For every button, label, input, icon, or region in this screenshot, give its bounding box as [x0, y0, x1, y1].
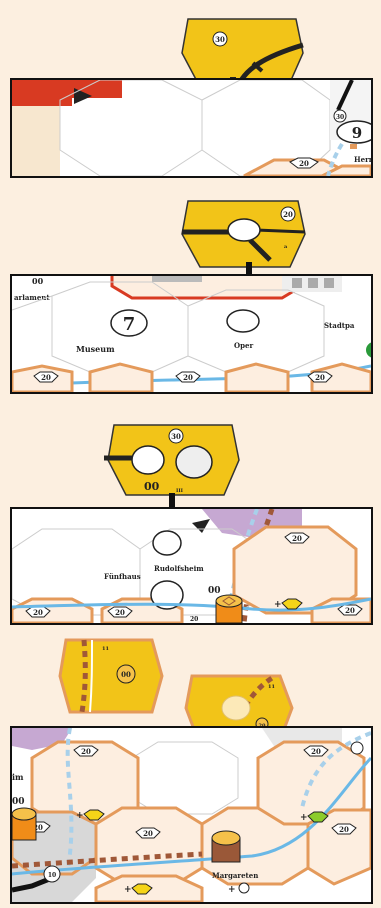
svg-text:20: 20: [292, 534, 302, 543]
station-circle: [227, 218, 261, 242]
board-name-parlament: arlament: [14, 293, 50, 302]
tile-text-small: III: [176, 488, 184, 494]
tile-text-small: 11: [268, 684, 275, 690]
board-name-oper: Oper: [234, 341, 253, 350]
board-text-00: 00: [208, 586, 221, 596]
board-name-rudolfsheim: Rudolfsheim: [154, 564, 204, 573]
svg-text:20: 20: [183, 373, 193, 382]
step4-tile-left: 00 11: [58, 638, 164, 714]
hex-cost-badge: 20 20 20 20: [25, 532, 363, 618]
tile-text-small: 11: [102, 646, 109, 652]
board-small-cost: 30: [336, 114, 344, 121]
svg-text:20: 20: [143, 829, 153, 838]
tile-cost-label: 30: [215, 35, 225, 44]
board-name-margareten: Margareten: [212, 871, 258, 880]
hex-cost-badge: 20 20 20: [33, 371, 333, 383]
tile-cost-label: 20: [283, 210, 293, 219]
board-name-stadtpark: Stadtpa: [324, 321, 355, 330]
plus-symbol: +: [300, 813, 308, 823]
cost-circle: [280, 206, 296, 222]
board-partial-small: 20: [190, 616, 198, 623]
svg-text:20: 20: [115, 608, 125, 617]
step2-tile: 20 a: [181, 200, 306, 268]
step3-tile: 30 00 III: [104, 424, 240, 496]
board-name-fuenfhaus: Fünfhaus: [104, 572, 141, 581]
player-token-orange: [12, 807, 37, 841]
board-partial-im: im: [12, 772, 24, 782]
plus-symbol: +: [76, 811, 84, 821]
board-partial-name: Herr: [354, 155, 371, 164]
svg-text:20: 20: [33, 608, 43, 617]
svg-text:20: 20: [33, 823, 43, 832]
player-token-brown: [211, 830, 241, 863]
plus-symbol: +: [124, 885, 132, 895]
station-hex-yellow: [281, 598, 303, 610]
step4-tile-right: 20 11: [184, 674, 294, 742]
player-token: [215, 594, 243, 623]
svg-text:20: 20: [345, 606, 355, 615]
plus-symbol: +: [274, 600, 282, 610]
svg-text:20: 20: [81, 747, 91, 756]
tile-cost-label: 30: [171, 432, 181, 441]
svg-text:20: 20: [299, 159, 309, 168]
board-big-number: 7: [123, 314, 136, 335]
step1-board: 30 9 Herr 20: [10, 78, 373, 178]
board-partial-top: 00: [32, 276, 44, 286]
svg-text:20: 20: [41, 373, 51, 382]
cost-circle: [168, 428, 184, 444]
svg-text:a: a: [284, 244, 288, 250]
tile-text-00: 00: [144, 480, 160, 493]
station-circle: [221, 695, 251, 721]
plus-symbol: +: [228, 885, 236, 895]
step4-board: 20 20 20 20 20 im 00 Margareten + + +: [10, 726, 373, 904]
board-big-number: 9: [352, 124, 362, 142]
svg-text:20: 20: [315, 373, 325, 382]
station-circle-left: [131, 445, 165, 475]
svg-text:20: 20: [339, 825, 349, 834]
step3-board: Rudolfsheim Fünfhaus 00 20 20 20 20 20 +: [10, 507, 373, 625]
tile-text-00: 00: [121, 670, 131, 679]
hex-cost-badge: 20: [289, 157, 319, 169]
board-partial-00: 00: [12, 797, 25, 807]
step2-board: 00 arlament 7 Museum Oper Stadtpa 20: [10, 274, 373, 394]
cost-circle: [212, 31, 228, 47]
board-name-museum: Museum: [76, 344, 115, 354]
board-cost-10: 10: [48, 872, 56, 879]
svg-text:20: 20: [311, 747, 321, 756]
station-circle-right: [175, 445, 213, 479]
